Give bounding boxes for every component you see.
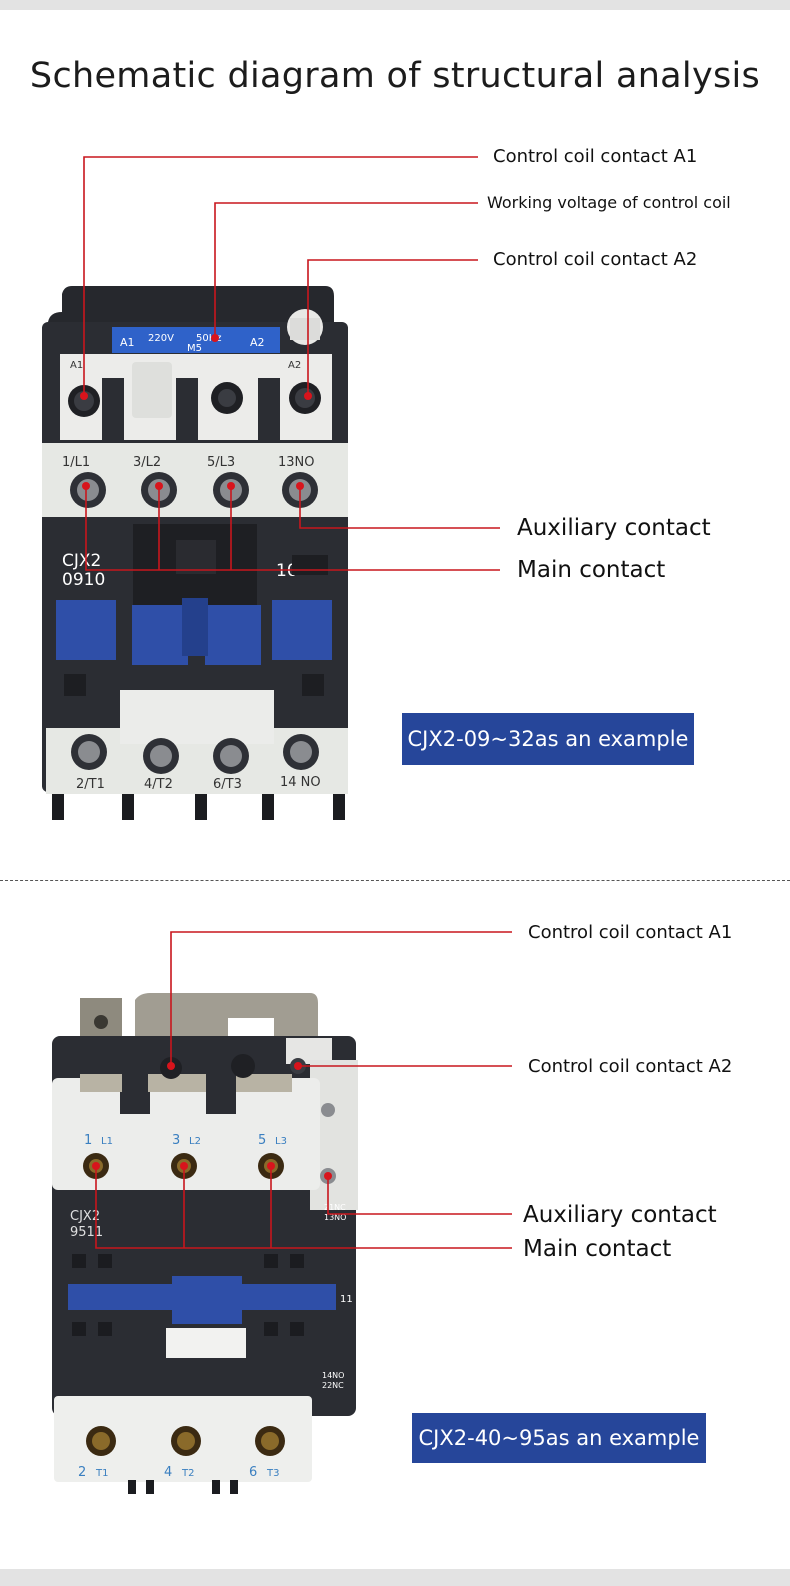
bottom-terminal-strip: 2/T1 4/T2 6/T3 14 NO	[46, 728, 348, 794]
contactor-diagram-large: 1 L1 3 L2 5 L3 CJX2 9511 21NC 13NO 11 14…	[52, 922, 732, 1494]
aux-code-large: 11	[340, 1294, 353, 1305]
top-terminal-code-2: L2	[189, 1136, 201, 1147]
contactor-diagram-small: A1 220V 50Hz M5 A2 A1 A2 1/L1 3/L2 5/L3 …	[42, 146, 731, 820]
coil-plate-a2: A2	[250, 336, 265, 349]
bottom-terminal-code-2: T2	[181, 1468, 194, 1479]
label-main-contact-large: Main contact	[523, 1236, 671, 1262]
coil-plate-voltage: 220V	[148, 333, 174, 344]
label-coil-a2: Control coil contact A2	[493, 249, 697, 270]
label-coil-voltage: Working voltage of control coil	[487, 193, 731, 212]
bottom-terminal-2: 4/T2	[144, 777, 173, 792]
coil-term-label-a1: A1	[70, 360, 83, 371]
leader-dots	[80, 334, 312, 490]
label-auxiliary-contact: Auxiliary contact	[517, 515, 711, 541]
top-terminal-code-1: L1	[101, 1136, 113, 1147]
aux-top-1: 21NC	[324, 1203, 346, 1212]
bottom-terminal-3: 6/T3	[213, 777, 242, 792]
bottom-terminal-block-large: 2 T1 4 T2 6 T3	[54, 1396, 312, 1494]
bottom-terminal-code-1: T1	[95, 1468, 108, 1479]
coil-terminal-block: A1 A2	[60, 354, 332, 440]
model-line-1-large: CJX2	[70, 1209, 100, 1224]
coil-voltage-plate: A1 220V 50Hz M5 A2	[112, 327, 280, 354]
model-line-2-large: 9511	[70, 1225, 103, 1240]
model-line-1: CJX2	[62, 551, 101, 571]
top-border-bar	[0, 0, 790, 10]
coil-plate-a1: A1	[120, 336, 135, 349]
aux-top-2: 13NO	[324, 1213, 346, 1222]
bottom-terminal-code-3: T3	[266, 1468, 279, 1479]
bottom-terminal-1: 2/T1	[76, 777, 105, 792]
leader-lines-large	[95, 931, 512, 1249]
leader-dots-large	[92, 1062, 332, 1180]
coil-plate-frequency: 50Hz	[196, 333, 222, 344]
body-front-large: CJX2 9511 21NC 13NO 11 14NO 22NC	[68, 1203, 353, 1390]
top-terminal-3: 5/L3	[207, 455, 235, 470]
bottom-terminal-4: 14 NO	[280, 775, 321, 790]
label-coil-a1: Control coil contact A1	[493, 146, 697, 167]
label-coil-a2-large: Control coil contact A2	[528, 1056, 732, 1077]
base-pins	[52, 790, 345, 820]
aux-bottom-2: 22NC	[322, 1381, 344, 1390]
page-title: Schematic diagram of structural analysis	[29, 56, 761, 96]
coil-term-label-a2: A2	[288, 360, 301, 371]
top-terminal-num-2: 3	[172, 1133, 180, 1148]
upper-terminal-block: 1 L1 3 L2 5 L3	[52, 1054, 336, 1190]
top-terminal-1: 1/L1	[62, 455, 90, 470]
top-terminal-2: 3/L2	[133, 455, 161, 470]
top-terminal-code-3: L3	[275, 1136, 287, 1147]
coil-plate-code: M5	[187, 343, 202, 354]
bottom-terminal-num-3: 6	[249, 1465, 257, 1480]
bottom-border-bar	[0, 1569, 790, 1586]
label-auxiliary-contact-large: Auxiliary contact	[523, 1202, 717, 1228]
top-terminal-num-3: 5	[258, 1133, 266, 1148]
bottom-terminal-num-1: 2	[78, 1465, 86, 1480]
main-terminal-strip: 1/L1 3/L2 5/L3 13NO	[42, 443, 348, 517]
bottom-terminal-num-2: 4	[164, 1465, 172, 1480]
example-badge-large: CJX2-40~95as an example	[412, 1413, 706, 1463]
leader-lines	[83, 156, 500, 571]
section-divider	[0, 880, 790, 881]
top-terminal-4: 13NO	[278, 455, 315, 470]
label-main-contact: Main contact	[517, 557, 665, 583]
mounting-bracket	[80, 993, 318, 1040]
aux-bottom-1: 14NO	[322, 1371, 344, 1380]
label-coil-a1-large: Control coil contact A1	[528, 922, 732, 943]
top-terminal-num-1: 1	[84, 1133, 92, 1148]
model-line-2: 0910	[62, 570, 105, 590]
example-badge-small: CJX2-09~32as an example	[402, 713, 694, 765]
